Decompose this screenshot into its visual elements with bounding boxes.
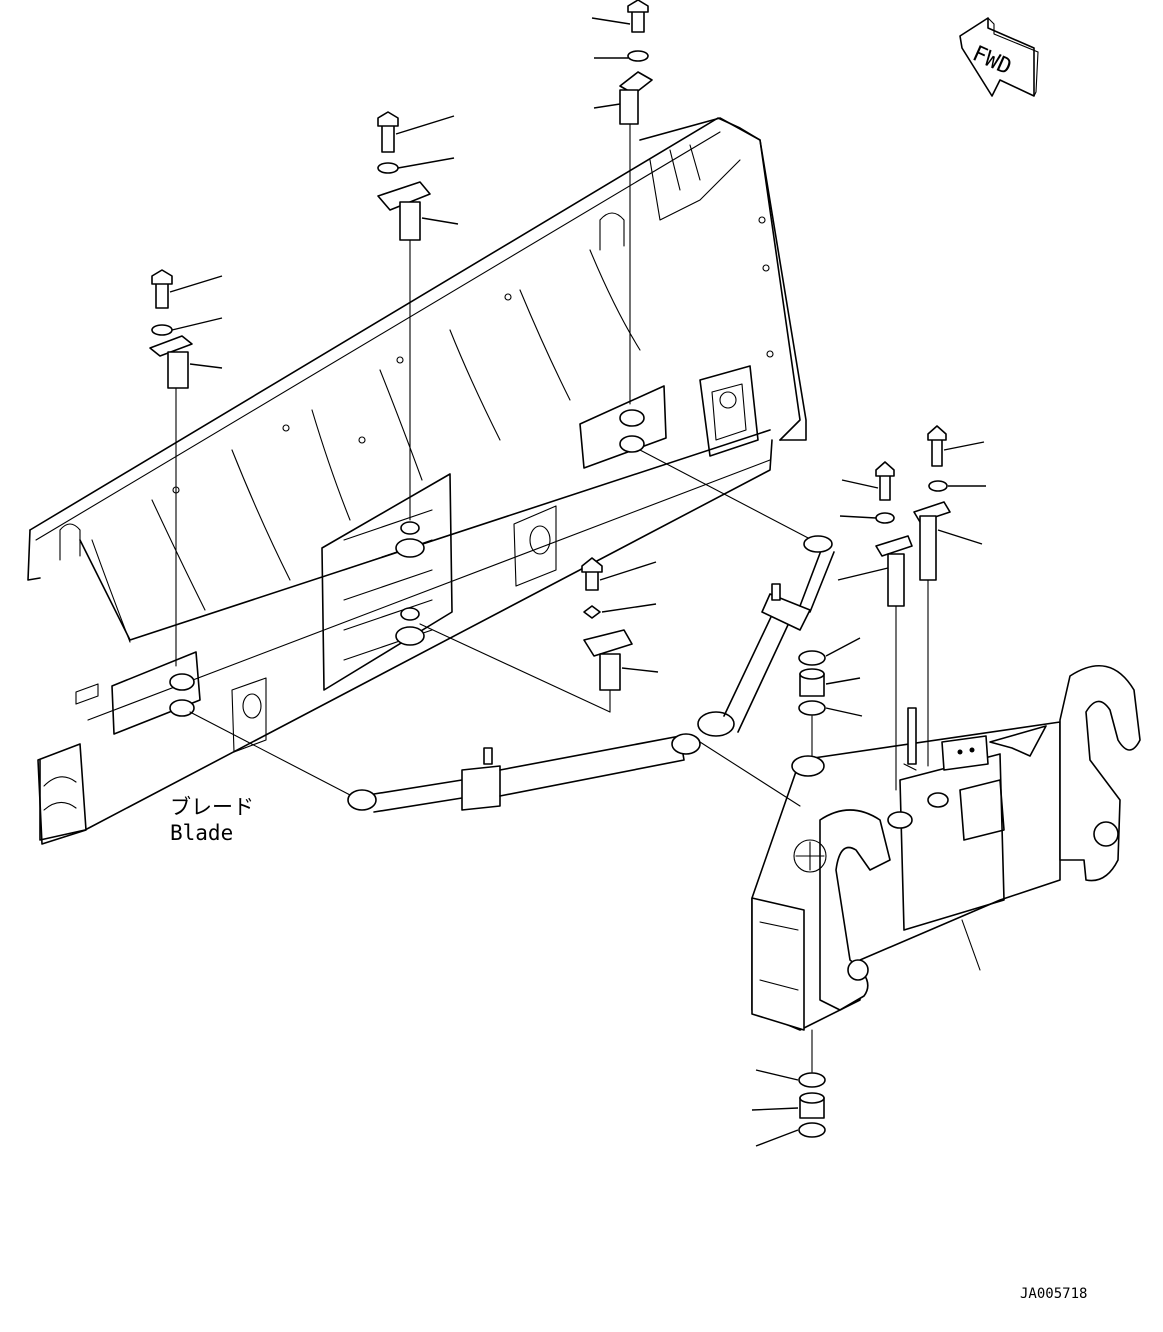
angle-cylinder-right bbox=[697, 535, 835, 737]
drawing-code: JA005718 bbox=[1020, 1286, 1087, 1302]
blade-frame bbox=[751, 664, 1141, 1031]
bushing-set-lower bbox=[751, 1029, 826, 1147]
pin-stack-left bbox=[149, 269, 223, 667]
pin-stack-top bbox=[591, 0, 653, 405]
pin-stack-cylinder bbox=[581, 557, 659, 713]
blade-label-english: Blade bbox=[170, 821, 233, 845]
fwd-label: FWD bbox=[969, 41, 1015, 80]
pin-stack-right bbox=[837, 425, 986, 791]
bushing-set-upper bbox=[798, 637, 863, 761]
assembly-guide-lines bbox=[189, 449, 813, 807]
blade-label-japanese: ブレード bbox=[170, 795, 254, 819]
forward-direction-arrow-icon: FWD bbox=[959, 17, 1039, 97]
angle-cylinder-left bbox=[347, 733, 701, 813]
pin-stack-center bbox=[377, 111, 459, 521]
blade-assembly bbox=[27, 117, 807, 845]
